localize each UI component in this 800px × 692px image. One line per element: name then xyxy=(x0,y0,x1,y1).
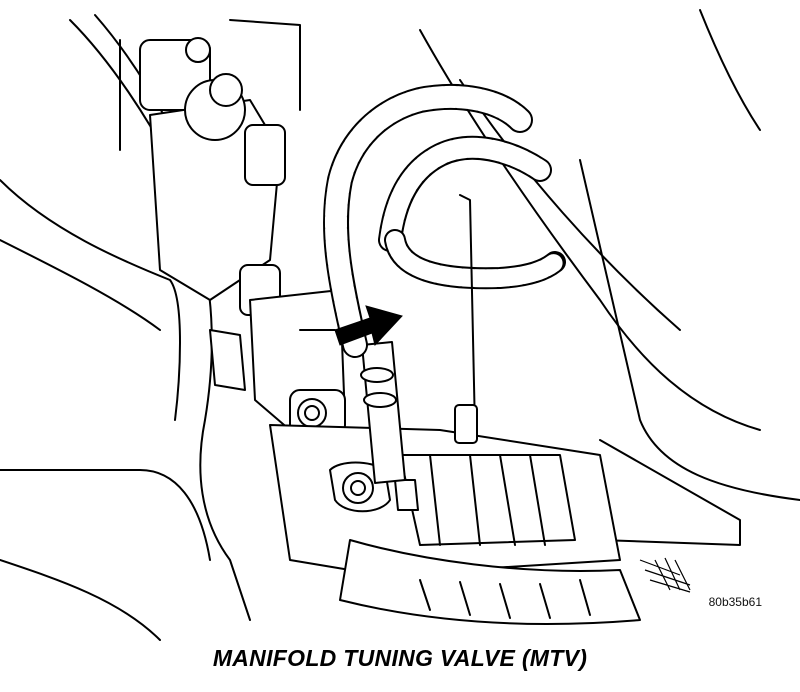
manifold-tuning-valve xyxy=(269,424,691,625)
figure-caption: MANIFOLD TUNING VALVE (MTV) xyxy=(212,645,588,671)
vacuum-hose xyxy=(360,341,406,484)
wiring-harness xyxy=(323,83,566,444)
engine-block-outline xyxy=(0,9,800,641)
throttle-body-bracket xyxy=(139,37,346,436)
callout-arrow xyxy=(299,305,403,347)
figure-reference-code: 80b35b61 xyxy=(708,595,762,609)
